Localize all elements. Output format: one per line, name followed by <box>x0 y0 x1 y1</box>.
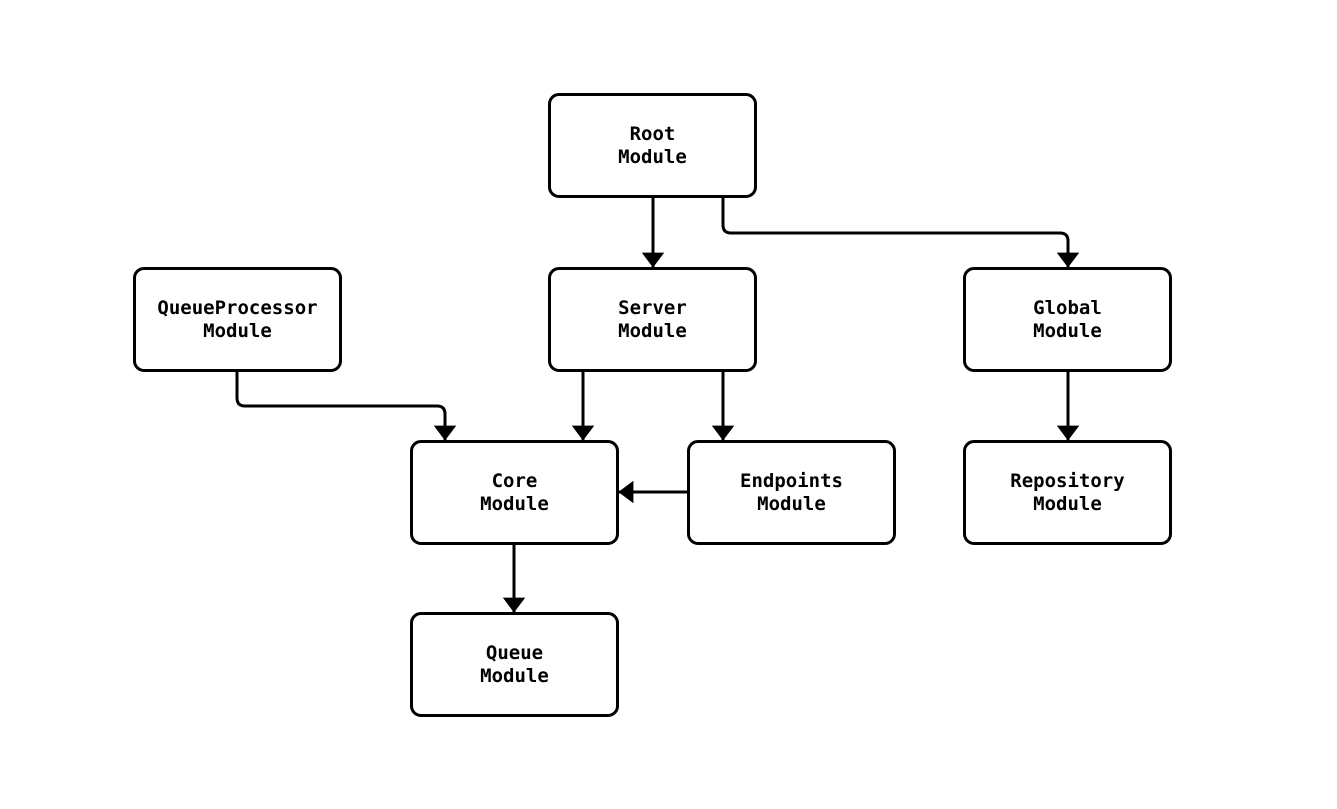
edge-root-to-global <box>721 198 1080 268</box>
node-label-line: Queue <box>485 641 544 664</box>
node-label-line: Server <box>618 296 687 319</box>
node-label-line: Global <box>1033 296 1102 319</box>
node-label-line: QueueProcessor <box>157 296 318 319</box>
node-label-line: Module <box>757 492 826 515</box>
node-label-line: Module <box>203 319 272 342</box>
node-label-line: Module <box>618 145 687 168</box>
node-label-line: Root <box>629 122 676 145</box>
node-label-line: Module <box>480 492 549 515</box>
edge-queueprocessor-to-core <box>235 372 457 441</box>
node-label-line: Endpoints <box>740 469 843 492</box>
node-label-line: Module <box>618 319 687 342</box>
node-label-line: Core <box>491 469 538 492</box>
node-label-line: Module <box>1033 319 1102 342</box>
node-label-line: Module <box>480 664 549 687</box>
node-label-line: Module <box>1033 492 1102 515</box>
node-label-line: Repository <box>1010 469 1125 492</box>
